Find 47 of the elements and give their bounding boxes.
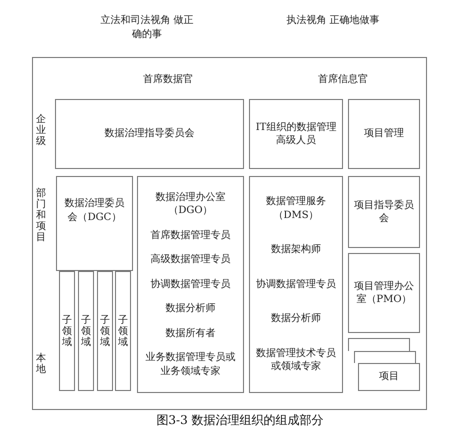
box-text: 子领域 bbox=[62, 314, 72, 348]
box-text: 高级数据管理专员 bbox=[150, 253, 232, 267]
box-text: 协调数据管理专员 bbox=[255, 278, 337, 292]
box-text: 数据管理技术专员或领域专家 bbox=[255, 346, 337, 374]
role-title: 首席信息官 bbox=[317, 72, 369, 87]
box-text: 子领域 bbox=[118, 314, 128, 348]
box-text: 数据分析师 bbox=[270, 312, 322, 326]
level-label: 企业级 bbox=[36, 114, 46, 147]
level-label: 部门和项目 bbox=[36, 188, 46, 243]
level-label: 本地 bbox=[36, 353, 46, 375]
frame-box bbox=[32, 57, 427, 410]
role-title: 首席数据官 bbox=[142, 72, 194, 87]
org-box bbox=[249, 176, 343, 393]
box-text: 数据所有者 bbox=[164, 326, 216, 340]
box-text: 数据治理指导委员会 bbox=[104, 127, 196, 141]
org-box bbox=[137, 176, 244, 393]
subdomain-box bbox=[78, 271, 94, 391]
box-text: 子领域 bbox=[100, 314, 110, 348]
caption: 图3-3 数据治理组织的组成部分 bbox=[155, 412, 325, 426]
box-text: 数据架构师 bbox=[270, 243, 322, 257]
org-box bbox=[348, 176, 420, 248]
box-text: IT组织的数据管理高级人员 bbox=[254, 120, 338, 148]
org-box bbox=[348, 99, 420, 169]
box-text: 首席数据管理专员 bbox=[150, 228, 232, 242]
subdomain-box bbox=[115, 271, 131, 391]
box-text: 数据治理办公室（DGO） bbox=[154, 190, 226, 218]
org-box bbox=[358, 363, 420, 391]
box-text: 数据分析师 bbox=[164, 302, 216, 316]
box-text: 数据管理服务（DMS） bbox=[265, 195, 327, 222]
box-text: 业务数据管理专员或业务领域专家 bbox=[144, 351, 236, 378]
org-box bbox=[348, 253, 420, 333]
org-box bbox=[55, 99, 244, 169]
box-text: 子领域 bbox=[81, 314, 91, 348]
stacked-box bbox=[348, 338, 410, 351]
box-text: 协调数据管理专员 bbox=[150, 278, 232, 292]
org-box bbox=[56, 176, 133, 271]
subdomain-box bbox=[59, 271, 75, 391]
box-text: 数据治理委员会（DGC） bbox=[64, 197, 126, 224]
box-text: 项目指导委员会 bbox=[353, 198, 415, 226]
org-box bbox=[249, 99, 343, 169]
box-text: 项目管理 bbox=[363, 127, 405, 141]
perspective-heading: 立法和司法视角 做正确的事 bbox=[99, 14, 195, 42]
stacked-box bbox=[354, 351, 416, 363]
subdomain-box bbox=[97, 271, 113, 391]
box-text: 项目管理办公室（PMO） bbox=[353, 280, 415, 306]
box-text: 项目 bbox=[378, 370, 400, 384]
perspective-heading: 执法视角 正确地做事 bbox=[285, 14, 381, 28]
